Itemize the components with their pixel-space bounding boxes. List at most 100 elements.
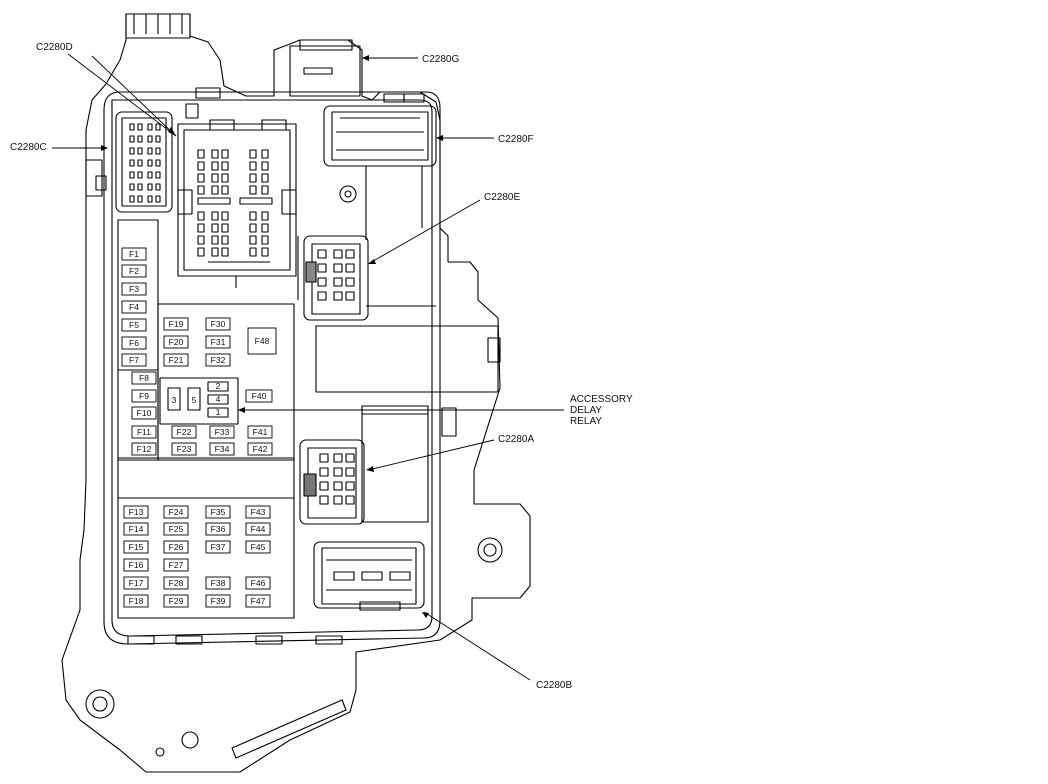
svg-text:F37: F37 xyxy=(211,542,226,552)
svg-text:F3: F3 xyxy=(129,284,139,294)
c2280b-label: C2280B xyxy=(536,680,572,691)
fuse-f39: F39 xyxy=(205,594,231,608)
svg-text:F14: F14 xyxy=(129,524,144,534)
svg-text:F21: F21 xyxy=(169,355,184,365)
svg-text:F38: F38 xyxy=(211,578,226,588)
svg-text:F6: F6 xyxy=(129,338,139,348)
c2280d-leader xyxy=(67,53,177,137)
svg-text:F23: F23 xyxy=(177,444,192,454)
svg-text:F7: F7 xyxy=(129,355,139,365)
fuse-f41: F41 xyxy=(247,425,273,439)
fuse-f48: F48 xyxy=(247,327,277,355)
fuse-f22: F22 xyxy=(171,425,197,439)
c2280c-label: C2280C xyxy=(10,142,47,153)
svg-text:F25: F25 xyxy=(169,524,184,534)
fuse-f23: F23 xyxy=(171,442,197,456)
svg-text:F39: F39 xyxy=(211,596,226,606)
svg-text:F19: F19 xyxy=(169,319,184,329)
inner-outline xyxy=(103,91,441,645)
fuse-f8: F8 xyxy=(131,371,157,385)
fuse-f20: F20 xyxy=(163,335,189,349)
fuse-f36: F36 xyxy=(205,522,231,536)
c2280f-label: C2280F xyxy=(498,134,534,145)
fuse-f28: F28 xyxy=(163,576,189,590)
fuse-f25: F25 xyxy=(163,522,189,536)
fuse-f30: F30 xyxy=(205,317,231,331)
fuse-f10: F10 xyxy=(131,406,157,420)
svg-text:F46: F46 xyxy=(251,578,266,588)
svg-text:F28: F28 xyxy=(169,578,184,588)
fuse-f18: F18 xyxy=(123,594,149,608)
svg-text:F15: F15 xyxy=(129,542,144,552)
fuse-f14: F14 xyxy=(123,522,149,536)
svg-text:F27: F27 xyxy=(169,560,184,570)
relay-label-line3: RELAY xyxy=(570,416,602,427)
svg-text:F30: F30 xyxy=(211,319,226,329)
fuse-f7: F7 xyxy=(121,353,147,367)
svg-text:F43: F43 xyxy=(251,507,266,517)
fuse-f37: F37 xyxy=(205,540,231,554)
relay-pin-2: 2 xyxy=(216,381,221,391)
relay-pin-4: 4 xyxy=(216,394,221,404)
svg-text:F36: F36 xyxy=(211,524,226,534)
fuse-f29: F29 xyxy=(163,594,189,608)
svg-text:F26: F26 xyxy=(169,542,184,552)
svg-text:F33: F33 xyxy=(215,427,230,437)
c2280d-label: C2280D xyxy=(36,42,73,53)
fuse-f32: F32 xyxy=(205,353,231,367)
relay-pin-5: 5 xyxy=(192,395,197,405)
svg-text:F24: F24 xyxy=(169,507,184,517)
fuse-f46: F46 xyxy=(245,576,271,590)
fuse-f43: F43 xyxy=(245,505,271,519)
c2280b-leader xyxy=(423,611,531,681)
fuse-f40: F40 xyxy=(245,389,273,403)
fuse-f6: F6 xyxy=(121,336,147,350)
c2280a-leader xyxy=(367,439,495,471)
svg-text:F18: F18 xyxy=(129,596,144,606)
c2280g-label: C2280G xyxy=(422,54,459,65)
fuse-f16: F16 xyxy=(123,558,149,572)
svg-text:F40: F40 xyxy=(252,391,267,401)
svg-text:F13: F13 xyxy=(129,507,144,517)
relay-label-line2: DELAY xyxy=(570,405,602,416)
svg-text:F2: F2 xyxy=(129,266,139,276)
svg-text:F16: F16 xyxy=(129,560,144,570)
svg-text:F35: F35 xyxy=(211,507,226,517)
svg-text:F5: F5 xyxy=(129,320,139,330)
fuse-f12: F12 xyxy=(131,442,157,456)
fuse-f13: F13 xyxy=(123,505,149,519)
svg-text:F11: F11 xyxy=(137,427,151,437)
svg-text:F1: F1 xyxy=(129,249,139,259)
fuse-f34: F34 xyxy=(209,442,235,456)
c2280e-label: C2280E xyxy=(484,192,520,203)
fuse-f2: F2 xyxy=(121,264,147,278)
svg-text:F4: F4 xyxy=(129,302,139,312)
fuse-f5: F5 xyxy=(121,318,147,332)
svg-text:F17: F17 xyxy=(129,578,144,588)
fuse-f15: F15 xyxy=(123,540,149,554)
relay-pin-1: 1 xyxy=(216,407,221,417)
svg-text:F47: F47 xyxy=(251,596,266,606)
fuse-f21: F21 xyxy=(163,353,189,367)
svg-text:F8: F8 xyxy=(139,373,149,383)
svg-text:F31: F31 xyxy=(211,337,226,347)
relay-pin-3: 3 xyxy=(172,395,177,405)
svg-text:F42: F42 xyxy=(253,444,268,454)
fuse-f9: F9 xyxy=(131,389,157,403)
fuse-f38: F38 xyxy=(205,576,231,590)
fuse-f47: F47 xyxy=(245,594,271,608)
svg-text:F41: F41 xyxy=(253,427,268,437)
fuse-f33: F33 xyxy=(209,425,235,439)
fuse-f24: F24 xyxy=(163,505,189,519)
svg-text:F22: F22 xyxy=(177,427,192,437)
fuse-f3: F3 xyxy=(121,282,147,296)
c2280e-leader xyxy=(367,199,481,265)
fuse-f17: F17 xyxy=(123,576,149,590)
fuse-f45: F45 xyxy=(245,540,271,554)
c2280a-label: C2280A xyxy=(498,434,534,445)
housing-outline xyxy=(61,13,531,773)
fuse-f4: F4 xyxy=(121,300,147,314)
svg-text:F32: F32 xyxy=(211,355,226,365)
svg-text:F12: F12 xyxy=(137,444,152,454)
fuse-f31: F31 xyxy=(205,335,231,349)
